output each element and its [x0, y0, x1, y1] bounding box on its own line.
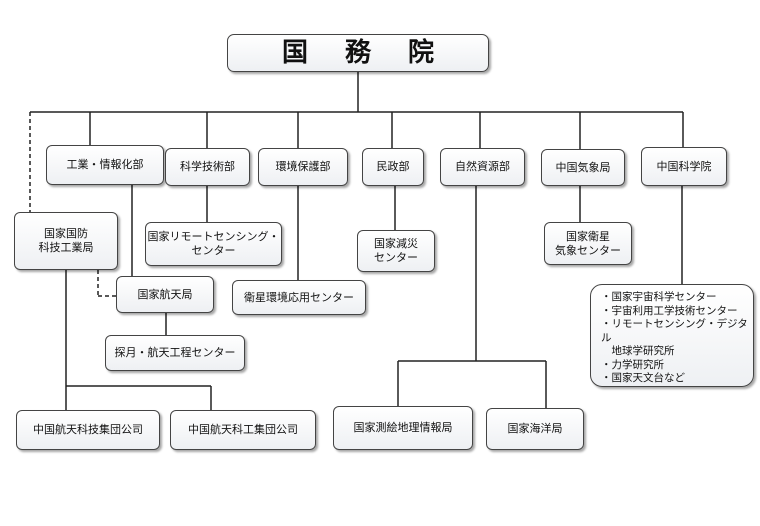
root-state-council: 国 務 院 [227, 34, 489, 72]
ministry-env: 環境保護部 [258, 148, 348, 186]
ministry-civil: 民政部 [362, 148, 424, 186]
unit-casic: 中国航天科工集団公司 [170, 410, 316, 450]
ministry-natural-resources: 自然資源部 [440, 148, 525, 186]
unit-lunar-center: 探月・航天工程センター [105, 335, 245, 371]
unit-satellite-met: 国家衛星 気象センター [544, 222, 632, 265]
ministry-miit: 工業・情報化部 [46, 145, 164, 185]
unit-disaster-center: 国家減災 センター [357, 230, 435, 272]
ministry-most: 科学技術部 [165, 148, 250, 186]
unit-cas-institutes: ・国家宇宙科学センター ・宇宙利用工学技術センター ・リモートセンシング・デジタ… [590, 284, 754, 387]
unit-ocean-bureau: 国家海洋局 [486, 408, 584, 450]
ministry-cma: 中国気象局 [541, 149, 625, 186]
unit-cnsa: 国家航天局 [116, 276, 214, 313]
unit-remote-sensing: 国家リモートセンシング・ センター [145, 222, 282, 266]
ministry-cas: 中国科学院 [641, 147, 727, 186]
unit-satellite-env: 衛星環境応用センター [232, 280, 366, 315]
unit-sastind: 国家国防 科技工業局 [14, 212, 118, 270]
unit-survey-bureau: 国家測絵地理情報局 [333, 406, 473, 450]
unit-casc: 中国航天科技集団公司 [16, 410, 160, 450]
